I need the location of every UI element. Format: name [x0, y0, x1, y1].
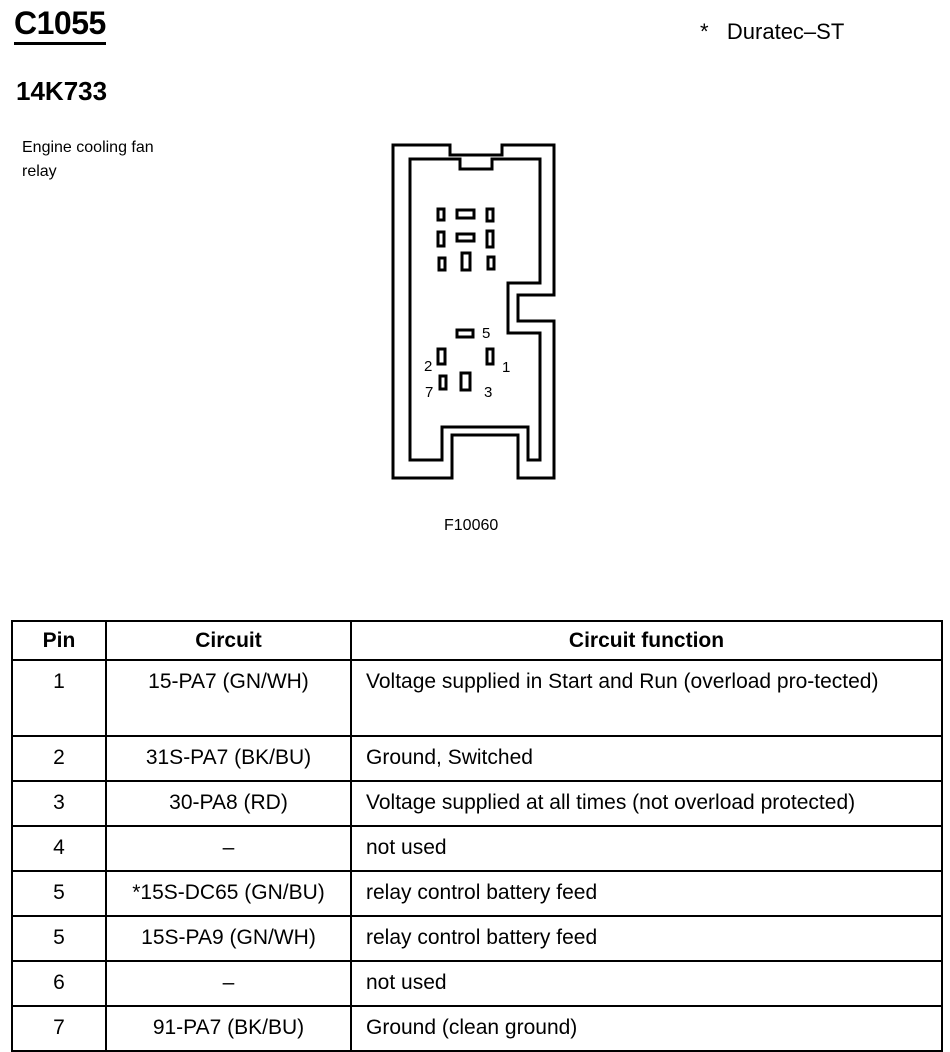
- terminal-3: [459, 371, 472, 392]
- circuit-cell: 30-PA8 (RD): [105, 780, 352, 827]
- table-row: 5 15S-PA9 (GN/WH) relay control battery …: [11, 915, 943, 962]
- circuit-cell: 91-PA7 (BK/BU): [105, 1005, 352, 1052]
- circuit-cell: 31S-PA7 (BK/BU): [105, 735, 352, 782]
- connector-id: C1055: [14, 4, 106, 45]
- pin-label-1: 1: [502, 359, 510, 376]
- pin-cell: 1: [11, 659, 107, 737]
- circuit-cell: *15S-DC65 (GN/BU): [105, 870, 352, 917]
- pin-label-7: 7: [425, 384, 433, 401]
- pin-label-5: 5: [482, 325, 490, 342]
- header-circuit: Circuit: [105, 620, 352, 661]
- function-cell: Voltage supplied in Start and Run (overl…: [350, 659, 943, 737]
- function-cell: Ground, Switched: [350, 735, 943, 782]
- terminal-1: [485, 347, 495, 366]
- header-circuit-function: Circuit function: [350, 620, 943, 661]
- table-row: 4 – not used: [11, 825, 943, 872]
- pin-cell: 2: [11, 735, 107, 782]
- function-cell: Ground (clean ground): [350, 1005, 943, 1052]
- table-row: 5 *15S-DC65 (GN/BU) relay control batter…: [11, 870, 943, 917]
- terminal-2: [436, 347, 447, 366]
- circuit-cell: 15S-PA9 (GN/WH): [105, 915, 352, 962]
- part-number: 14K733: [16, 76, 108, 106]
- table-row: 7 91-PA7 (BK/BU) Ground (clean ground): [11, 1005, 943, 1052]
- pin-cell: 5: [11, 870, 107, 917]
- header-pin: Pin: [11, 620, 107, 661]
- connector-face-diagram: 5 2 1 7 3: [391, 143, 556, 480]
- variant-note: * Duratec–ST: [700, 19, 845, 44]
- table-row: 2 31S-PA7 (BK/BU) Ground, Switched: [11, 735, 943, 782]
- upper-terminal-block: [436, 207, 496, 272]
- pin-cell: 6: [11, 960, 107, 1007]
- function-cell: relay control battery feed: [350, 915, 943, 962]
- component-description: Engine cooling fan relay: [22, 139, 154, 180]
- pin-table: Pin Circuit Circuit function 1 15-PA7 (G…: [11, 620, 943, 1052]
- table-row: 3 30-PA8 (RD) Voltage supplied at all ti…: [11, 780, 943, 827]
- table-header-row: Pin Circuit Circuit function: [11, 620, 943, 661]
- function-cell: not used: [350, 825, 943, 872]
- figure-code: F10060: [444, 517, 499, 534]
- function-cell: relay control battery feed: [350, 870, 943, 917]
- terminal-5: [455, 328, 475, 339]
- pin-label-3: 3: [484, 384, 492, 401]
- function-cell: Voltage supplied at all times (not overl…: [350, 780, 943, 827]
- circuit-cell: –: [105, 825, 352, 872]
- pin-cell: 3: [11, 780, 107, 827]
- pin-cell: 7: [11, 1005, 107, 1052]
- connector-inner-housing: [408, 157, 542, 462]
- function-cell: not used: [350, 960, 943, 1007]
- table-row: 6 – not used: [11, 960, 943, 1007]
- table-row: 1 15-PA7 (GN/WH) Voltage supplied in Sta…: [11, 659, 943, 737]
- circuit-cell: –: [105, 960, 352, 1007]
- lower-terminal-block: [436, 328, 495, 392]
- pin-cell: 4: [11, 825, 107, 872]
- circuit-cell: 15-PA7 (GN/WH): [105, 659, 352, 737]
- pin-label-2: 2: [424, 358, 432, 375]
- pin-cell: 5: [11, 915, 107, 962]
- terminal-7: [438, 374, 448, 391]
- connector-outer-housing: [391, 143, 556, 480]
